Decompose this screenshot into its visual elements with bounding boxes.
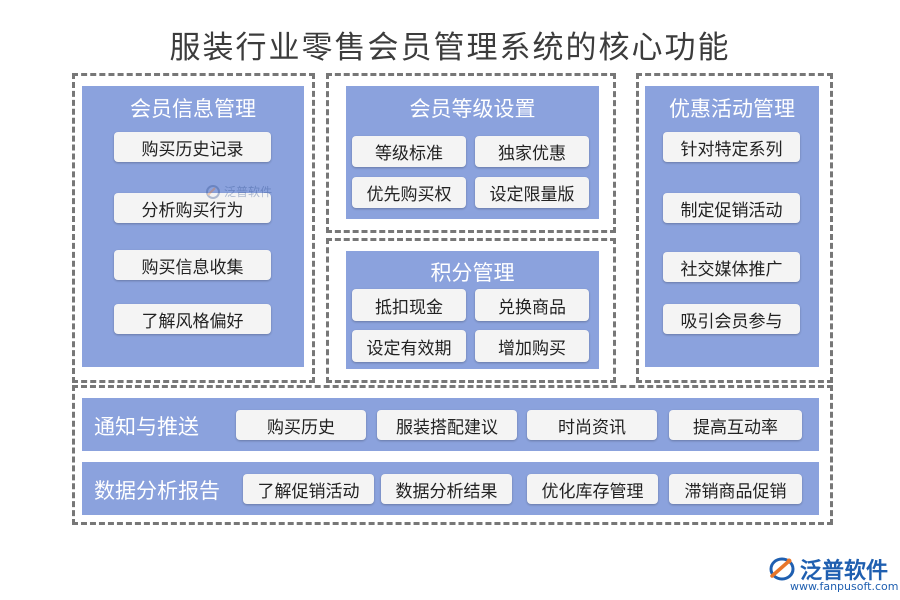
panel-member-info: 会员信息管理 购买历史记录 分析购买行为 购买信息收集 了解风格偏好	[82, 86, 304, 367]
chip-limited-edition: 设定限量版	[475, 177, 589, 208]
chip-report-promotion: 了解促销活动	[243, 474, 374, 504]
chip-level-standard: 等级标准	[352, 136, 466, 167]
group-border-member-info	[72, 73, 315, 383]
chip-social-media: 社交媒体推广	[663, 252, 800, 282]
row-label-notify: 通知与推送	[94, 415, 199, 439]
panel-title-points: 积分管理	[430, 261, 515, 285]
chip-set-validity: 设定有效期	[352, 330, 466, 362]
chip-priority-purchase: 优先购买权	[352, 177, 466, 208]
chip-attract-members: 吸引会员参与	[663, 304, 800, 334]
chip-cash-deduction: 抵扣现金	[352, 289, 466, 321]
chip-specific-series: 针对特定系列	[663, 132, 800, 162]
chip-redeem-goods: 兑换商品	[475, 289, 589, 321]
brand-name: 泛普软件	[800, 559, 889, 584]
panel-points: 积分管理 抵扣现金 兑换商品 设定有效期 增加购买	[346, 251, 599, 369]
group-border-points	[326, 238, 616, 383]
panel-title-promotion: 优惠活动管理	[669, 97, 795, 121]
chip-report-analysis-result: 数据分析结果	[381, 474, 512, 504]
panel-notify: 通知与推送 购买历史 服装搭配建议 时尚资讯 提高互动率	[82, 398, 819, 451]
panel-report: 数据分析报告 了解促销活动 数据分析结果 优化库存管理 滞销商品促销	[82, 462, 819, 515]
panel-promotion: 优惠活动管理 针对特定系列 制定促销活动 社交媒体推广 吸引会员参与	[645, 86, 819, 367]
chip-style-preference: 了解风格偏好	[114, 304, 271, 334]
watermark-logo-icon	[206, 184, 220, 199]
watermark: 泛普软件	[205, 183, 272, 200]
panel-title-member-info: 会员信息管理	[130, 97, 256, 121]
chip-notify-engagement: 提高互动率	[669, 410, 802, 440]
group-border-promotion	[636, 73, 833, 383]
chip-report-inventory: 优化库存管理	[527, 474, 658, 504]
chip-exclusive-offer: 独家优惠	[475, 136, 589, 167]
chip-make-promotion: 制定促销活动	[663, 193, 800, 223]
chip-notify-fashion-news: 时尚资讯	[527, 410, 657, 440]
fanpu-logo-icon	[769, 557, 795, 581]
chip-notify-purchase-history: 购买历史	[236, 410, 366, 440]
panel-member-level: 会员等级设置 等级标准 独家优惠 优先购买权 设定限量版	[346, 86, 599, 219]
chip-purchase-info-collection: 购买信息收集	[114, 250, 271, 280]
brand-logo: 泛普软件	[768, 553, 888, 585]
row-label-report: 数据分析报告	[94, 479, 220, 503]
page-title: 服装行业零售会员管理系统的核心功能	[169, 30, 731, 66]
group-border-bottom	[72, 385, 833, 525]
group-border-member-level	[326, 73, 616, 233]
chip-report-slow-goods: 滞销商品促销	[669, 474, 802, 504]
chip-notify-outfit-advice: 服装搭配建议	[377, 410, 517, 440]
chip-purchase-history-record: 购买历史记录	[114, 132, 271, 162]
watermark-text: 泛普软件	[224, 185, 273, 199]
chip-analyze-purchase-behavior: 分析购买行为	[114, 193, 271, 223]
brand-url: www.fanpusoft.com	[790, 580, 899, 593]
panel-title-member-level: 会员等级设置	[409, 97, 536, 121]
chip-increase-purchase: 增加购买	[475, 330, 589, 362]
